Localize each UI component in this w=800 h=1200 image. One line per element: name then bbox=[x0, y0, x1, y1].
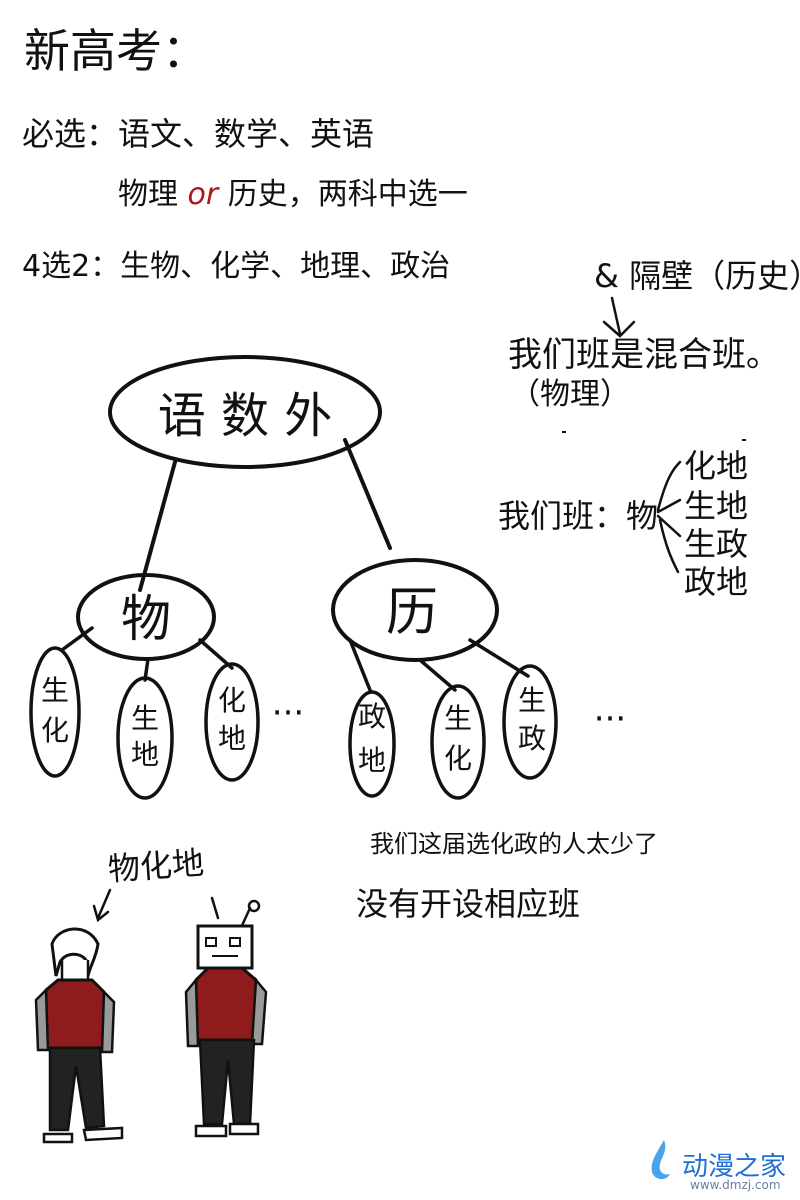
mixed-class-note: 我们班是混合班。 bbox=[508, 335, 780, 375]
student-figure-right bbox=[184, 924, 268, 1138]
watermark-url: www.dmzj.com bbox=[690, 1178, 781, 1192]
shoes bbox=[42, 1126, 124, 1144]
choice-line: 物理 or 历史，两科中选一 bbox=[118, 180, 468, 210]
edge bbox=[60, 626, 94, 652]
page-title: 新高考： bbox=[24, 24, 208, 78]
student-figure-left bbox=[34, 927, 124, 1144]
speech-text: 物化地 bbox=[106, 843, 206, 889]
more-ellipsis: ··· bbox=[272, 693, 304, 733]
robot-antenna-tip bbox=[247, 899, 261, 913]
leaf-label-top: 政 bbox=[358, 700, 386, 733]
combo-item: 生地 bbox=[684, 487, 749, 525]
branch-node-history bbox=[331, 558, 499, 662]
edge bbox=[343, 438, 392, 550]
combo-item: 生政 bbox=[684, 525, 749, 563]
leaf-node bbox=[348, 690, 396, 798]
combo-item: 化地 bbox=[684, 447, 749, 485]
leaf-label-bottom: 地 bbox=[131, 738, 159, 771]
leaf-node bbox=[29, 646, 81, 778]
jacket bbox=[44, 978, 106, 1050]
sleeve-left bbox=[184, 976, 200, 1048]
jacket bbox=[194, 966, 260, 1042]
leaf-label-bottom: 政 bbox=[518, 722, 546, 755]
edge bbox=[348, 638, 372, 692]
speech-tail bbox=[92, 888, 112, 923]
leaf-node bbox=[502, 664, 558, 780]
edge bbox=[418, 658, 457, 692]
neighbor-arrow bbox=[602, 296, 636, 338]
water-drop-icon bbox=[651, 1140, 670, 1180]
pants bbox=[48, 1046, 106, 1132]
leaf-label-top: 化 bbox=[218, 684, 246, 717]
or-word: or bbox=[187, 177, 219, 212]
mixed-class-sub: （物理） bbox=[510, 377, 630, 412]
sleeve-right bbox=[100, 989, 116, 1054]
leaf-label-top: 生 bbox=[41, 674, 69, 707]
required-subjects-line: 必选：语文、数学、英语 bbox=[22, 115, 375, 153]
leaf-label-bottom: 地 bbox=[218, 722, 246, 755]
robot-eye bbox=[205, 937, 217, 947]
our-class-label: 我们班：物 bbox=[498, 497, 659, 535]
hair bbox=[50, 927, 100, 977]
leaf-label-bottom: 地 bbox=[358, 744, 386, 777]
leaf-node bbox=[430, 684, 486, 800]
shoes bbox=[194, 1122, 260, 1138]
leaf-node bbox=[204, 662, 260, 782]
choice-right: 历史，两科中选一 bbox=[227, 177, 468, 212]
more-ellipsis: ··· bbox=[594, 699, 626, 739]
bottom-note-line2: 没有开设相应班 bbox=[356, 885, 581, 923]
bottom-note-line1: 我们这届选化政的人太少了 bbox=[370, 830, 658, 858]
combo-brace bbox=[656, 460, 682, 574]
root-node bbox=[108, 355, 382, 469]
neighbor-note: & 隔壁（历史） bbox=[594, 257, 800, 295]
leaf-node bbox=[116, 676, 174, 800]
edge bbox=[138, 460, 177, 592]
combo-item: 政地 bbox=[684, 563, 749, 601]
robot-eye bbox=[229, 937, 241, 947]
watermark-name: 动漫之家 bbox=[682, 1152, 787, 1182]
sleeve-right bbox=[250, 976, 268, 1046]
branch-node-physics bbox=[76, 573, 216, 661]
sleeve-left bbox=[34, 987, 50, 1052]
branch-label: 物 bbox=[121, 590, 171, 648]
leaf-label-bottom: 化 bbox=[41, 714, 69, 747]
branch-label: 历 bbox=[386, 583, 438, 643]
pants bbox=[198, 1038, 256, 1126]
leaf-label-bottom: 化 bbox=[444, 742, 472, 775]
leaf-label-top: 生 bbox=[444, 702, 472, 735]
choice-left: 物理 bbox=[118, 177, 178, 212]
leaf-label-top: 生 bbox=[131, 702, 159, 735]
root-label: 语 数 外 bbox=[158, 388, 333, 444]
elective-line: 4选2：生物、化学、地理、政治 bbox=[22, 249, 451, 284]
watermark: 动漫之家 www.dmzj.com bbox=[648, 1138, 786, 1192]
leaf-label-top: 生 bbox=[518, 684, 546, 717]
